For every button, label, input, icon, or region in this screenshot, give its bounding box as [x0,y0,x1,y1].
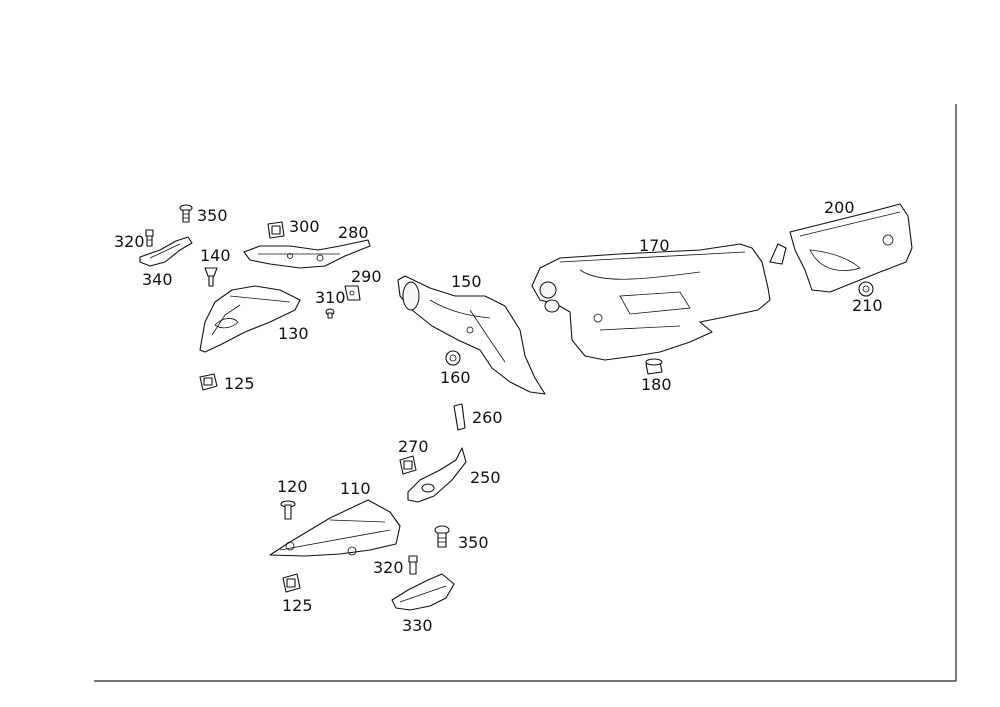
part-270-clip [399,455,417,475]
callout-130: 130 [278,324,309,343]
part-200-panel [789,203,913,293]
callout-120: 120 [277,477,308,496]
part-340-bracket [139,236,193,267]
callout-110: 110 [340,479,371,498]
part-110-panel [269,499,401,557]
callout-150: 150 [451,272,482,291]
part-130-panel [199,285,301,353]
callout-160: 160 [440,368,471,387]
part-280-beam [243,239,371,269]
part-250-bracket [407,447,467,503]
part-170-firewall [531,243,771,361]
callout-280: 280 [338,223,369,242]
part-320-bolt-lower [408,555,418,575]
callout-125-lower: 125 [282,596,313,615]
part-200-tab [769,243,787,265]
callout-250: 250 [470,468,501,487]
callout-350-upper: 350 [197,206,228,225]
callout-170: 170 [639,236,670,255]
part-300-clip [267,221,285,239]
callout-350-lower: 350 [458,533,489,552]
part-310-bolt [325,308,335,319]
callout-320-upper: 320 [114,232,145,251]
part-140-clip [204,267,218,287]
part-120-bolt [280,500,296,520]
callout-180: 180 [641,375,672,394]
callout-125-upper: 125 [224,374,255,393]
part-125-clip-upper [199,373,218,391]
callout-210: 210 [852,296,883,315]
callout-300: 300 [289,217,320,236]
callout-320-lower: 320 [373,558,404,577]
part-210-nut [858,281,874,297]
callout-200: 200 [824,198,855,217]
part-160-nut [445,350,461,366]
callout-330: 330 [402,616,433,635]
part-290-bracket [344,285,361,301]
part-350-screw-lower [434,525,450,548]
callout-310: 310 [315,288,346,307]
callout-340: 340 [142,270,173,289]
part-260-stud [453,403,466,431]
callout-290: 290 [351,267,382,286]
callout-270: 270 [398,437,429,456]
callout-260: 260 [472,408,503,427]
part-320-bolt-upper [145,229,154,247]
part-350-screw-upper [179,204,193,223]
part-180-clip [645,358,663,375]
callout-140: 140 [200,246,231,265]
part-330-bracket [391,573,455,611]
part-125-clip-lower [282,573,301,593]
part-150-insulation [397,275,546,395]
